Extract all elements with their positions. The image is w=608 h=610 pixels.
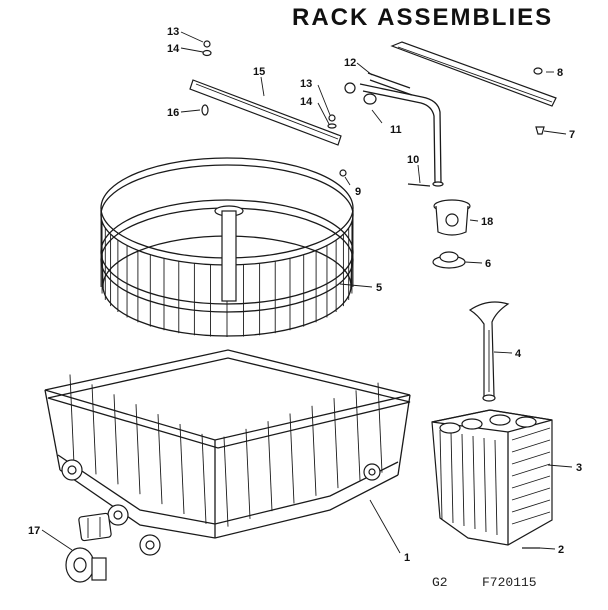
hardware-bits xyxy=(201,40,545,549)
callout-9: 9 xyxy=(355,186,361,198)
callout-11: 11 xyxy=(390,124,402,136)
callout-13-a: 13 xyxy=(167,26,179,38)
callout-2: 2 xyxy=(558,544,564,556)
callout-17: 17 xyxy=(28,525,40,537)
callout-13-b: 13 xyxy=(300,78,312,90)
part-1-lower-rack xyxy=(44,349,411,556)
part-4-basket-handle xyxy=(468,301,510,402)
callout-7: 7 xyxy=(569,129,575,141)
part-17-roller xyxy=(65,512,112,583)
callout-8: 8 xyxy=(557,67,563,79)
callout-6: 6 xyxy=(485,258,491,270)
part-upper-right-rail xyxy=(390,41,557,107)
callout-14-b: 14 xyxy=(300,96,313,108)
callout-14-a: 14 xyxy=(167,43,180,55)
callout-18: 18 xyxy=(481,216,493,228)
callout-16: 16 xyxy=(167,107,179,119)
callout-10: 10 xyxy=(407,154,419,166)
part-5-round-rack xyxy=(100,157,354,337)
callout-15: 15 xyxy=(253,66,265,78)
callout-12: 12 xyxy=(344,57,356,69)
page-title: RACK ASSEMBLIES xyxy=(292,4,554,31)
callout-5: 5 xyxy=(376,282,382,294)
callout-4: 4 xyxy=(515,348,522,360)
part-3-silverware-basket xyxy=(431,409,553,546)
part-18-hub xyxy=(433,199,471,236)
part-15-rack-track xyxy=(189,79,342,146)
callout-3: 3 xyxy=(576,462,582,474)
callout-1: 1 xyxy=(404,552,410,564)
leader-lines xyxy=(41,31,573,554)
footer-code-left: G2 xyxy=(432,575,448,590)
footer-code-right: F720115 xyxy=(482,575,537,590)
part-10-spray-tube xyxy=(344,72,444,187)
callout-labels: 13 14 15 16 13 14 12 11 10 9 8 7 18 6 5 … xyxy=(28,26,582,564)
part-6-spray-nut xyxy=(432,251,466,269)
